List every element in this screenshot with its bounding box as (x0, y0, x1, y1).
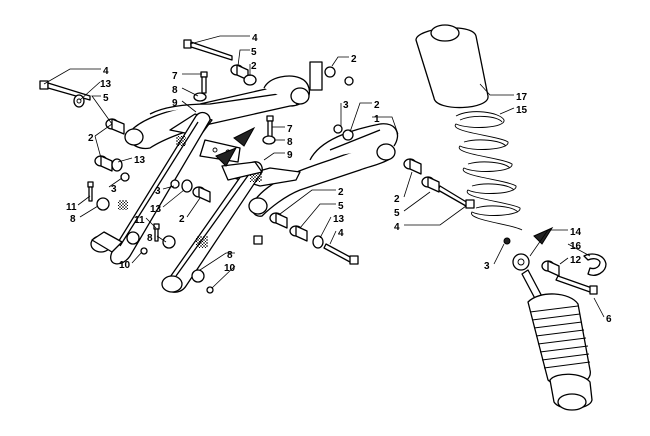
callout-c37: 17 (516, 92, 528, 103)
callout-c24: 8 (287, 137, 293, 148)
callout-c36: 4 (394, 222, 400, 233)
callout-c28: 2 (374, 100, 380, 111)
callout-c26: 2 (351, 54, 357, 65)
callout-c3: 2 (251, 61, 257, 72)
callout-c27: 3 (343, 100, 349, 111)
callout-c33: 4 (338, 228, 344, 239)
upper-a-arm (124, 75, 311, 150)
callout-c31: 5 (338, 201, 344, 212)
callout-c6: 9 (172, 98, 178, 109)
callout-c5: 8 (172, 85, 178, 96)
callout-c41: 12 (570, 255, 582, 266)
callout-c18: 11 (134, 215, 145, 226)
shock-absorber (415, 24, 607, 411)
callout-c1: 4 (252, 33, 258, 44)
callout-c32: 13 (333, 214, 345, 225)
callout-c39: 14 (570, 227, 582, 238)
lower-a-arm (233, 123, 399, 217)
bushings (94, 64, 560, 277)
washers-nuts (73, 61, 511, 294)
callout-c22: 10 (224, 263, 236, 274)
callout-c13: 11 (66, 202, 77, 213)
callout-c34: 2 (394, 194, 400, 205)
front-arrow-shock (533, 226, 554, 245)
callout-c21: 8 (227, 250, 233, 261)
callout-c2: 5 (251, 47, 257, 58)
leader-lines (43, 35, 605, 318)
callout-c11: 13 (134, 155, 146, 166)
callout-c4: 7 (172, 71, 178, 82)
front-arrow-upper (233, 126, 256, 147)
callout-c30: 2 (338, 187, 344, 198)
callout-c29: 1 (374, 114, 380, 125)
lower-link (161, 161, 263, 293)
callout-c8: 13 (100, 79, 112, 90)
callout-c25: 9 (287, 150, 293, 161)
callout-c10: 2 (88, 133, 94, 144)
front-arrow-lower (215, 147, 238, 167)
callout-c14: 8 (70, 214, 76, 225)
callout-c9: 5 (103, 93, 109, 104)
callout-c43: 6 (606, 314, 612, 325)
callout-c12: 3 (111, 184, 117, 195)
callout-c42: 3 (484, 261, 490, 272)
callout-c40: 16 (570, 241, 582, 252)
callout-c17: 2 (179, 214, 185, 225)
callout-c16: 13 (150, 204, 162, 215)
callout-c23: 7 (287, 124, 293, 135)
callout-c19: 8 (147, 233, 153, 244)
callout-c15: 3 (155, 186, 161, 197)
callout-c35: 5 (394, 208, 400, 219)
callout-c20: 10 (119, 260, 131, 271)
callout-c7: 4 (103, 66, 109, 77)
callout-c38: 15 (516, 105, 528, 116)
